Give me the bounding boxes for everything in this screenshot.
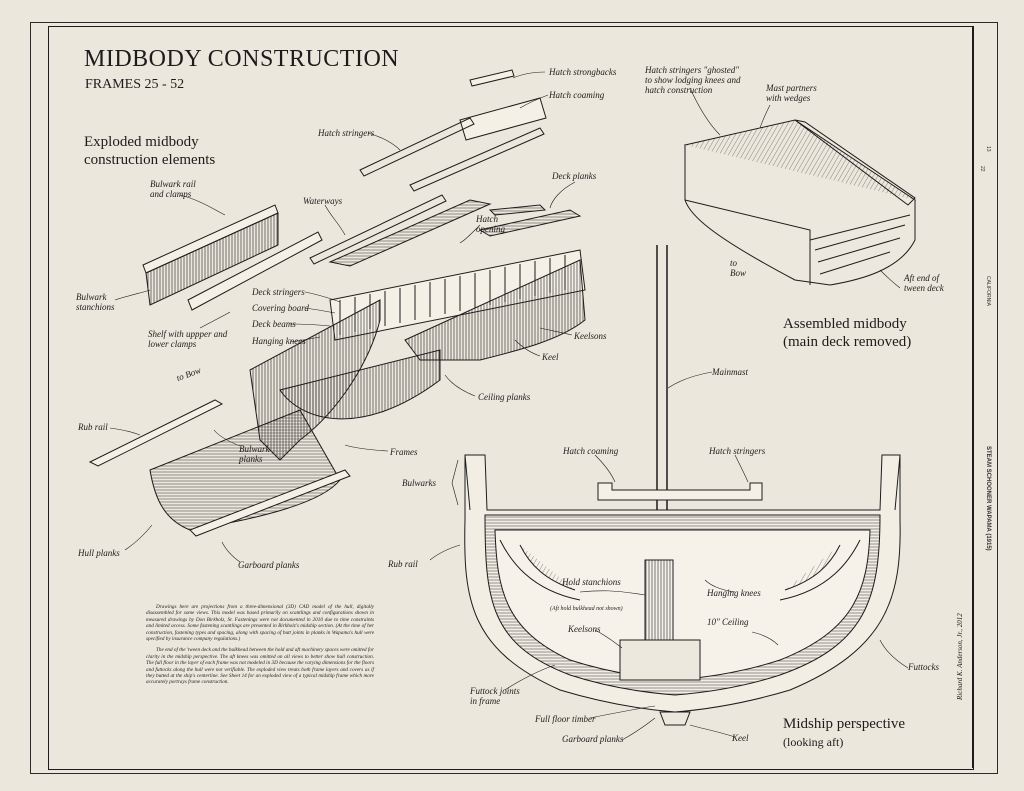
label-hatch-strongbacks: Hatch strongbacks bbox=[549, 67, 617, 77]
label-deck-beams: Deck beams bbox=[252, 319, 296, 329]
label-frames: Frames bbox=[390, 447, 418, 457]
leader-lines bbox=[109, 71, 909, 741]
page-title: MIDBODY CONSTRUCTION bbox=[84, 46, 400, 72]
label-to-bow-2: to Bow bbox=[730, 258, 747, 278]
label-ceiling-planks: Ceiling planks bbox=[478, 392, 531, 402]
label-rub-rail: Rub rail bbox=[78, 422, 108, 432]
drawing-notes: Drawings here are projections from a thr… bbox=[146, 604, 374, 691]
label-hatch-opening: Hatch opening bbox=[476, 214, 505, 234]
label-ghosted-stringers: Hatch stringers "ghosted" to show lodgin… bbox=[645, 65, 741, 95]
label-m-hatch-coaming: Hatch coaming bbox=[563, 446, 619, 456]
label-m-keel: Keel bbox=[732, 733, 749, 743]
label-keel: Keel bbox=[542, 352, 559, 362]
label-m-bulwarks: Bulwarks bbox=[402, 478, 437, 488]
label-m-rub-rail: Rub rail bbox=[388, 559, 418, 569]
label-futtock-joints: Futtock joints in frame bbox=[470, 686, 520, 706]
exploded-heading: Exploded midbody construction elements bbox=[84, 134, 216, 168]
note-paragraph: The end of the 'tween deck and the bulkh… bbox=[146, 647, 374, 686]
label-aft-bulkhead: (Aft hold bulkhead not shown) bbox=[550, 606, 623, 612]
midship-subheading: (looking aft) bbox=[783, 735, 844, 749]
label-ceiling-10: 10" Ceiling bbox=[707, 617, 749, 627]
label-hatch-stringers: Hatch stringers bbox=[318, 128, 375, 138]
bulwark-rail-part bbox=[142, 204, 323, 311]
label-full-floor: Full floor timber bbox=[535, 714, 596, 724]
label-deck-stringers: Deck stringers bbox=[252, 287, 305, 297]
outer-border bbox=[30, 22, 998, 774]
assembled-heading: Assembled midbody (main deck removed) bbox=[783, 316, 912, 350]
midship-heading: Midship perspective bbox=[783, 716, 906, 732]
label-hull-planks: Hull planks bbox=[78, 548, 120, 558]
label-hanging-knees: Hanging knees bbox=[252, 336, 306, 346]
label-hatch-coaming-top: Hatch coaming bbox=[549, 90, 605, 100]
label-hold-stanchions: Hold stanchions bbox=[562, 577, 621, 587]
label-shelf: Shelf with uppper and lower clamps bbox=[148, 329, 228, 349]
frames-part bbox=[249, 259, 586, 461]
page-subtitle: FRAMES 25 - 52 bbox=[85, 77, 185, 92]
label-m-keelsons: Keelsons bbox=[568, 624, 601, 634]
label-futtocks: Futtocks bbox=[908, 662, 939, 672]
title-block: STEAM SCHOONER WAPAMA (1915) 13 22 CALIF… bbox=[972, 26, 997, 768]
label-deck-planks: Deck planks bbox=[552, 171, 597, 181]
deck-planks-part bbox=[328, 199, 582, 267]
midship-section bbox=[464, 245, 901, 726]
assembled-midbody bbox=[683, 119, 917, 286]
signature: Richard K. Anderson, Jr., 2012 bbox=[956, 613, 964, 700]
hatch-parts bbox=[309, 69, 547, 265]
label-m-hatch-stringers: Hatch stringers bbox=[709, 446, 766, 456]
label-covering-board: Covering board bbox=[252, 303, 309, 313]
label-mainmast: Mainmast bbox=[712, 367, 748, 377]
label-keelsons: Keelsons bbox=[574, 331, 607, 341]
hull-planks-part bbox=[88, 399, 351, 537]
label-m-hanging-knees: Hanging knees bbox=[707, 588, 761, 598]
label-bulwark-stanchions: Bulwark stanchions bbox=[76, 292, 115, 312]
label-waterways: Waterways bbox=[303, 196, 343, 206]
note-paragraph: Drawings here are projections from a thr… bbox=[146, 604, 374, 643]
label-bulwark-rail: Bulwark rail and clamps bbox=[150, 179, 196, 199]
label-aft-end: Aft end of tween deck bbox=[904, 273, 944, 293]
label-mast-partners: Mast partners with wedges bbox=[766, 83, 817, 103]
label-m-garboard: Garboard planks bbox=[562, 734, 624, 744]
inner-border bbox=[48, 26, 974, 770]
label-bulwark-planks: Bulwark planks bbox=[239, 444, 270, 464]
label-garboard-planks: Garboard planks bbox=[238, 560, 300, 570]
